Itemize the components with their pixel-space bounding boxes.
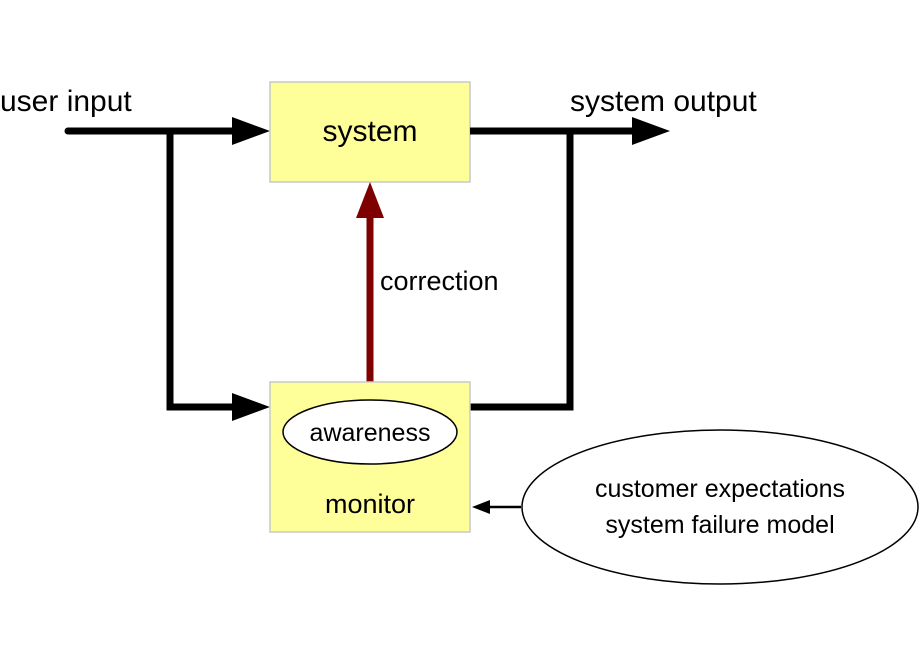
system-label: system — [322, 115, 417, 148]
correction-label: correction — [380, 266, 499, 296]
awareness-ellipse — [282, 399, 458, 465]
awareness-label: awareness — [310, 419, 431, 447]
knowledge-to-monitor-arrowhead — [472, 500, 490, 514]
correction-arrowhead — [356, 182, 384, 218]
input-to-monitor-arrowhead — [232, 393, 270, 421]
input-to-monitor-line — [166, 131, 235, 411]
input-to-system-arrowhead — [232, 117, 270, 145]
output-label: system output — [570, 85, 757, 118]
knowledge-line-1: customer expectations — [595, 475, 845, 503]
knowledge-line-2: system failure model — [605, 511, 834, 539]
knowledge-ellipse — [521, 429, 919, 585]
input-label: user input — [0, 85, 132, 118]
monitor-label: monitor — [325, 489, 415, 519]
output-arrowhead — [632, 117, 670, 145]
output-to-monitor-line — [470, 131, 574, 411]
